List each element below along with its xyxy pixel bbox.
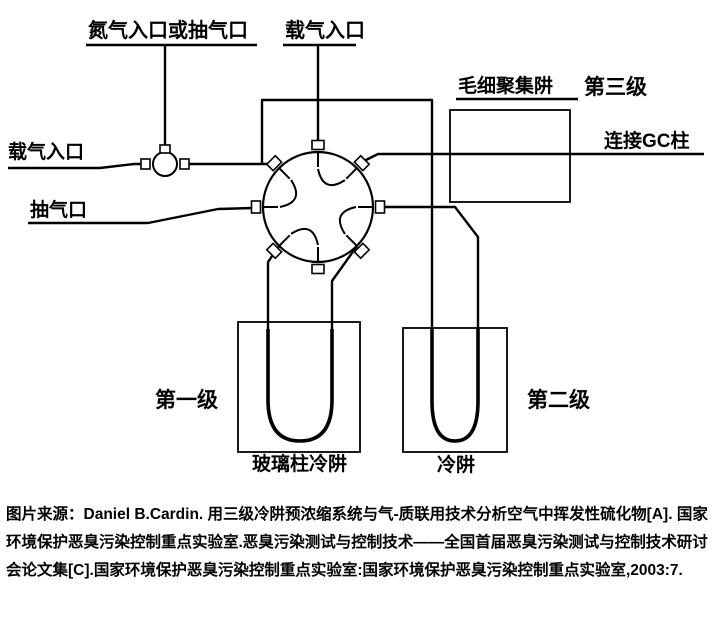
- tee-body: [152, 151, 178, 177]
- glass-trap-label: 玻璃柱冷阱: [252, 452, 347, 475]
- stage2-label: 第二级: [527, 388, 590, 412]
- capillary-trap-label: 毛细聚集阱: [458, 74, 553, 97]
- gc-column-pipe: [363, 152, 704, 163]
- tee-top-fitting: [159, 144, 171, 154]
- glass-trap-left-pipe: [266, 245, 280, 333]
- stage1-label: 第一级: [155, 388, 218, 412]
- image-source-caption: 图片来源：Daniel B.Cardin. 用三级冷阱预浓缩系统与气-质联用技术…: [6, 506, 708, 579]
- tee-right-fitting: [179, 158, 190, 170]
- cold-trap-box: [402, 327, 508, 453]
- valve-port-stubs: [263, 152, 373, 262]
- diagram-svg: 氮气入口或抽气口 载气入口 载气入口 抽气口 毛细聚集阱 第三级 连接GC柱 第…: [8, 18, 704, 476]
- stage3-label: 第三级: [584, 75, 647, 99]
- nitrogen-inlet-label: 氮气入口或抽气口: [88, 18, 248, 42]
- gc-column-label: 连接GC柱: [604, 129, 690, 152]
- pump-port-label: 抽气口: [30, 198, 87, 221]
- pump-pipe: [28, 206, 254, 225]
- carrier-inlet-top-label: 载气入口: [285, 18, 365, 42]
- cold-trap-label: 冷阱: [437, 453, 475, 476]
- bypass-pipe-to-cold-trap: [260, 98, 434, 333]
- capillary-trap-box: [449, 109, 571, 203]
- rotary-valve: [250, 139, 386, 275]
- glass-trap-right-pipe: [330, 245, 358, 333]
- carrier-inlet-left-label: 载气入口: [8, 140, 84, 163]
- cold-u-tube: [430, 329, 480, 443]
- glass-trap-box: [237, 321, 361, 453]
- right-port-pipe-to-cold-trap: [384, 205, 480, 333]
- valve-flow-arcs: [279, 168, 357, 246]
- carrier-left-pipe: [8, 162, 142, 170]
- tee-fitting: [140, 144, 190, 177]
- glass-u-tube: [266, 329, 334, 443]
- tee-left-fitting: [140, 158, 151, 170]
- valve-port-fittings: [250, 139, 386, 275]
